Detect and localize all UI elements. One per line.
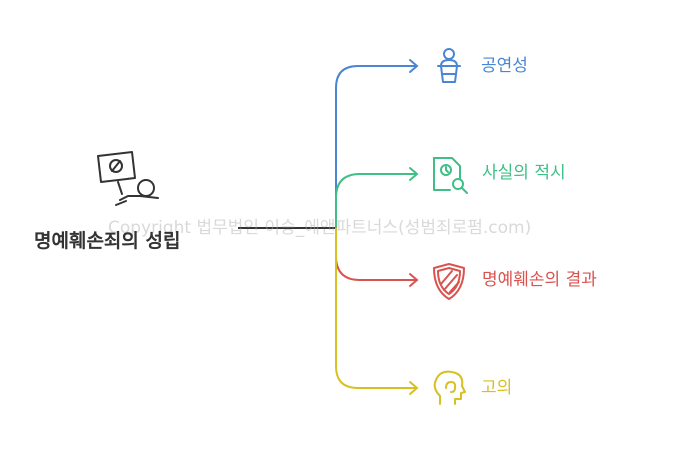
branch-label-publicity: 공연성 — [481, 56, 528, 76]
branch-line-publicity — [335, 65, 416, 228]
branch-line-intent — [335, 228, 416, 389]
watermark: Copyright 법무법인 이승_에앤파트너스(성범죄로펌.com) — [108, 218, 532, 238]
person-at-podium-icon — [437, 48, 461, 83]
head-profile-icon — [433, 370, 466, 405]
branch-arrow-intent — [409, 381, 419, 395]
branch-line-fact — [335, 173, 416, 228]
branch-label-fact: 사실의 적시 — [482, 163, 566, 183]
branch-arrow-publicity — [409, 59, 419, 73]
document-search-icon — [433, 157, 468, 194]
root-node-label: 명예훼손죄의 성립 — [34, 230, 181, 252]
branch-label-result: 명예훼손의 결과 — [482, 270, 597, 290]
person-holding-sign-icon — [97, 151, 159, 206]
branch-arrow-result — [409, 273, 419, 287]
branch-label-intent: 고의 — [481, 378, 513, 398]
shield-icon — [433, 263, 465, 300]
branch-arrow-fact — [409, 167, 419, 181]
